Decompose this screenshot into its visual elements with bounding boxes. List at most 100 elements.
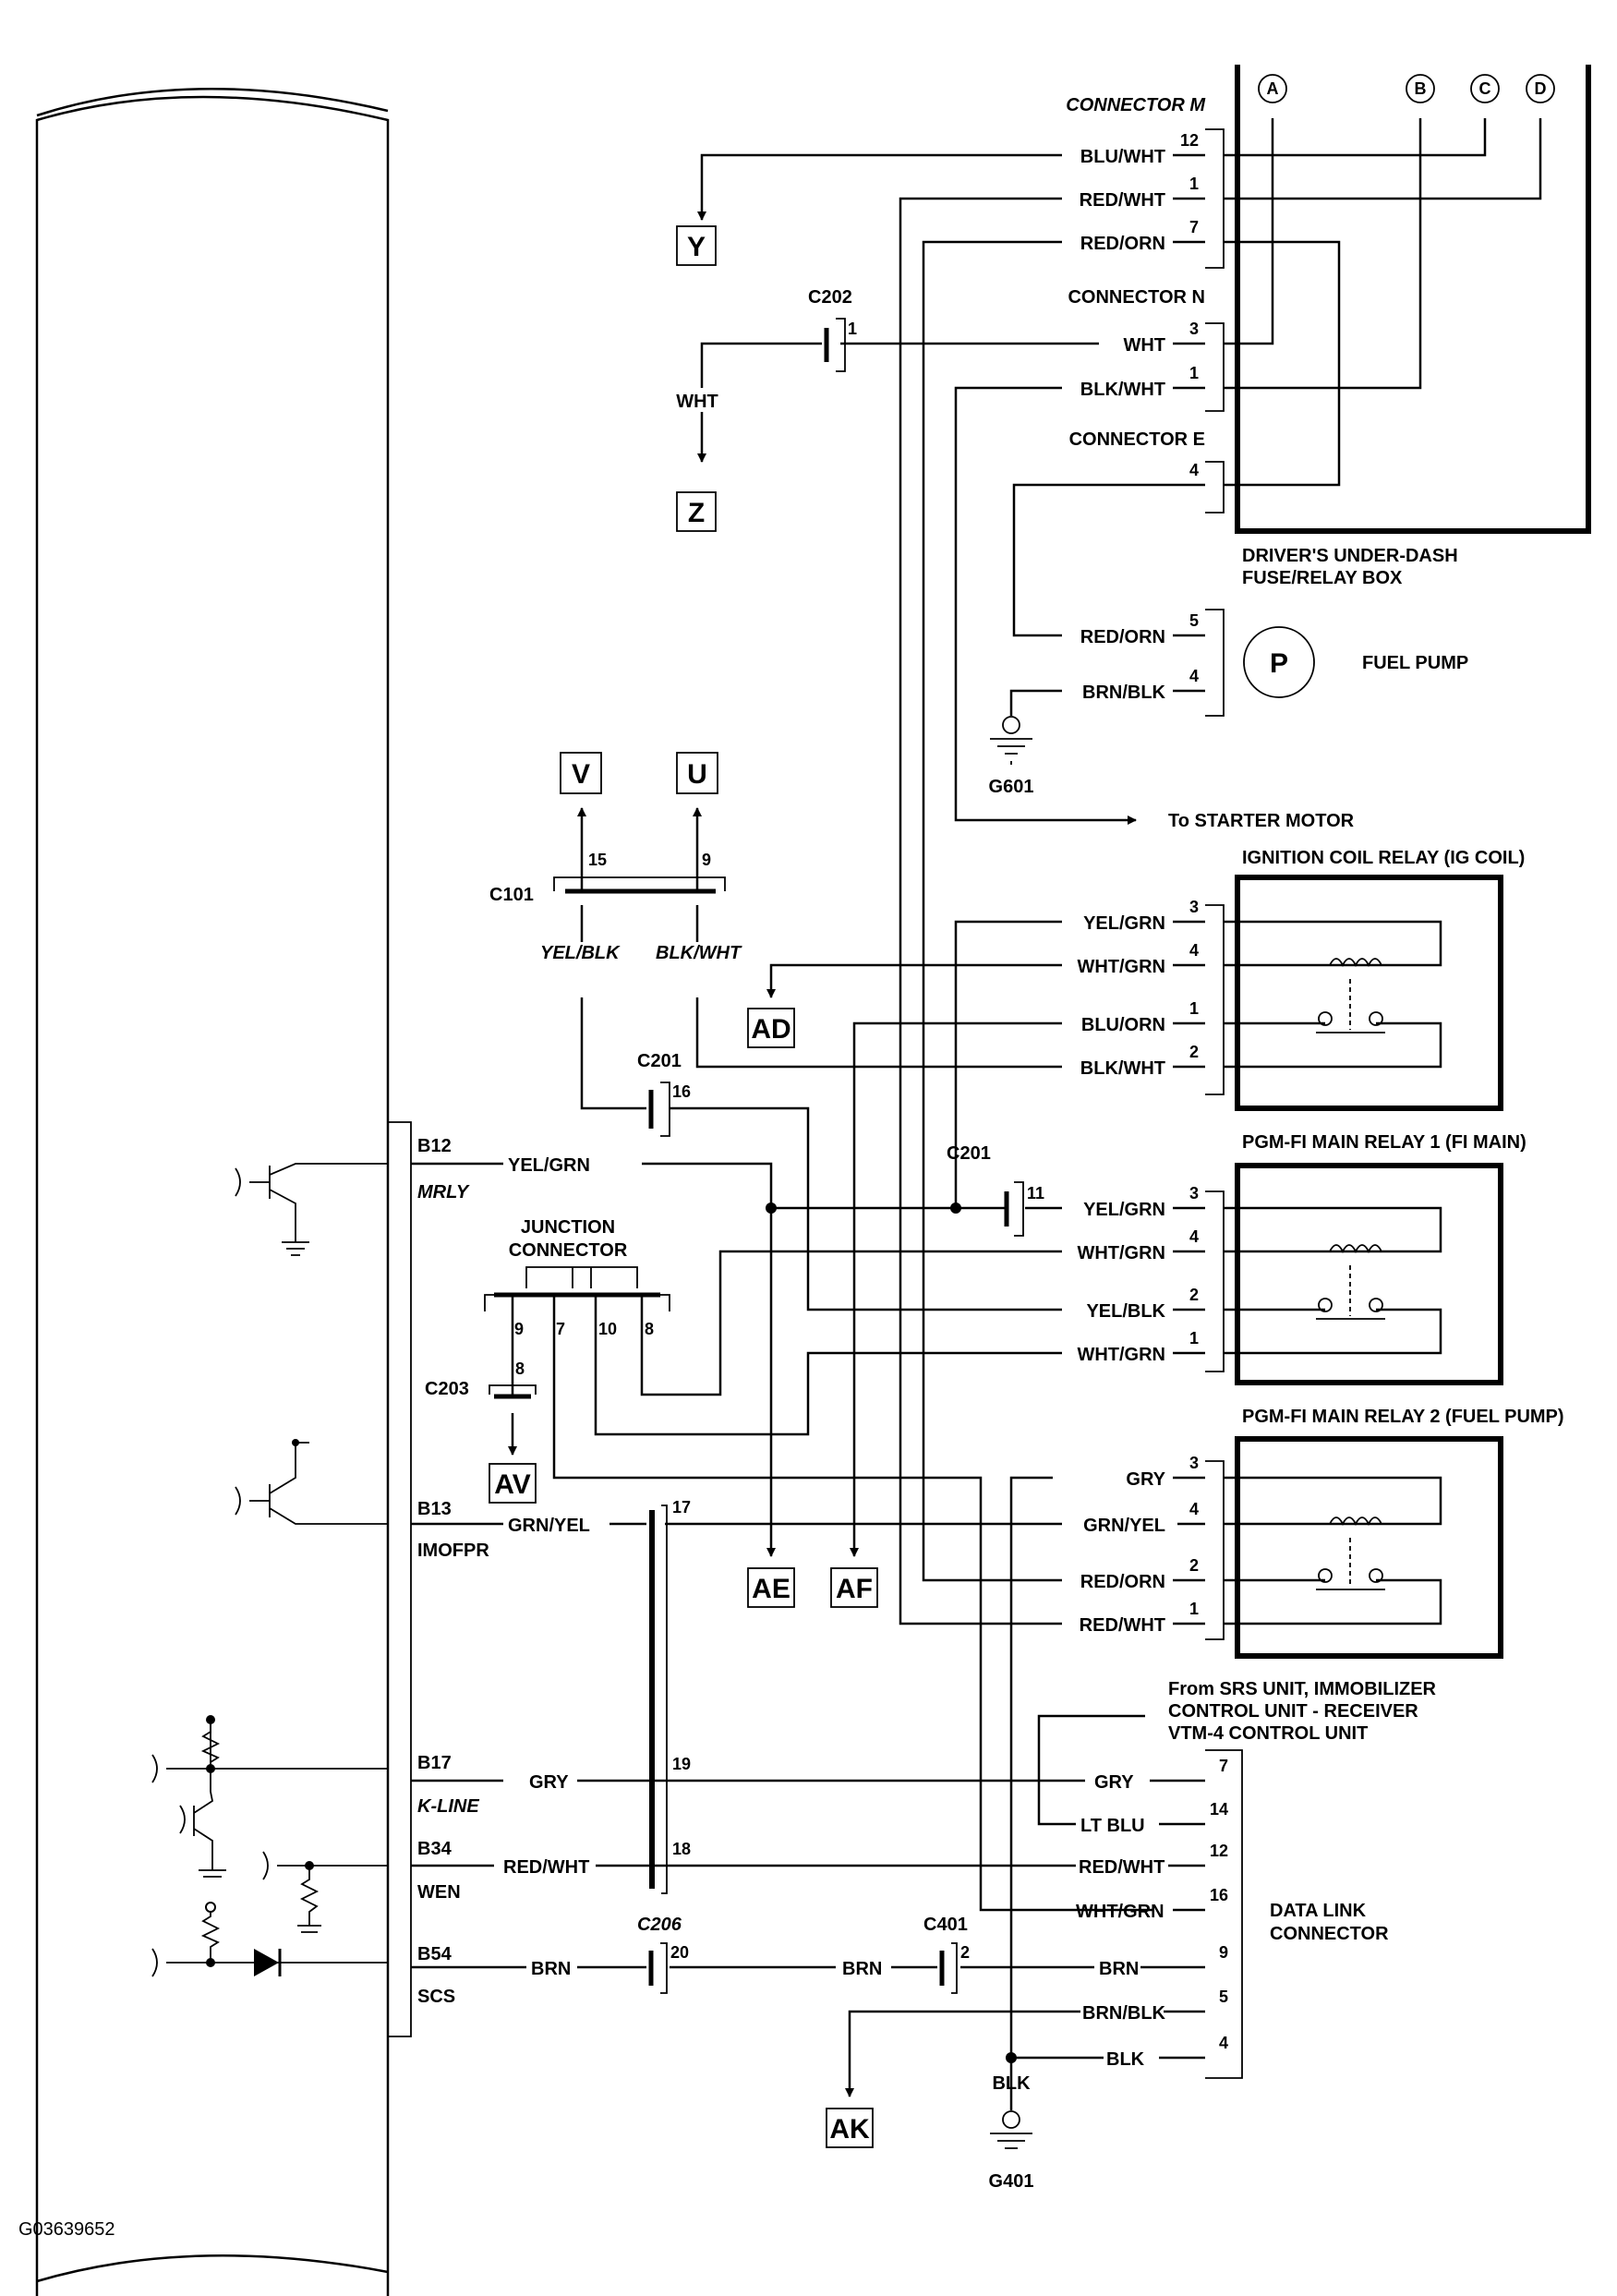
terminal-label: B xyxy=(1415,79,1427,98)
connector-c203: C203 8 xyxy=(425,1359,537,1399)
fuse-box-title: FUSE/RELAY BOX xyxy=(1242,568,1403,588)
wire-color: YEL/GRN xyxy=(1083,913,1165,934)
offpage-label: AF xyxy=(836,1574,873,1604)
pin-number: 2 xyxy=(1189,1286,1199,1304)
dlc-label: CONNECTOR xyxy=(1270,1924,1389,1944)
relay-fi-main-2: PGM-FI MAIN RELAY 2 (FUEL PUMP) 3 4 2 1 … xyxy=(1062,1407,1564,1659)
wire-color: BLU/ORN xyxy=(1081,1015,1165,1035)
fuse-box-title: DRIVER'S UNDER-DASH xyxy=(1242,546,1458,566)
wire-color: GRN/YEL xyxy=(1083,1516,1165,1536)
connector-label: C401 xyxy=(923,1915,968,1935)
pin-number: 7 xyxy=(556,1320,565,1338)
pin-number: 4 xyxy=(1189,461,1199,479)
pin-number: 12 xyxy=(1210,1842,1228,1860)
offpage-ak: AK xyxy=(826,2108,874,2148)
dlc-note: CONTROL UNIT - RECEIVER xyxy=(1168,1701,1418,1722)
pin-number: 19 xyxy=(672,1755,691,1773)
diode-icon xyxy=(151,1902,388,1977)
pin-number: 4 xyxy=(1189,1227,1199,1246)
offpage-label: U xyxy=(687,759,707,790)
pin-number: 10 xyxy=(598,1320,617,1338)
wire-color: WHT/GRN xyxy=(1077,1243,1165,1263)
transistor-icon xyxy=(151,1715,388,1878)
junction-title: JUNCTION xyxy=(521,1217,615,1238)
wire-color: GRY xyxy=(1126,1469,1165,1490)
offpage-ae: AE xyxy=(747,1567,795,1608)
wire-color: YEL/GRN xyxy=(508,1155,590,1176)
wire-color: WHT/GRN xyxy=(1077,1345,1165,1365)
connector-c101: C101 15 9 YEL/BLK BLK/WHT xyxy=(489,851,742,963)
terminal-label: A xyxy=(1267,79,1279,98)
ecm-pin-id: B13 xyxy=(417,1499,452,1519)
offpage-ad: AD xyxy=(747,1008,795,1048)
pin-number: 1 xyxy=(1189,1329,1199,1347)
wire-color: RED/WHT xyxy=(1080,190,1165,211)
pin-number: 4 xyxy=(1189,1500,1199,1518)
pin-number: 14 xyxy=(1210,1800,1228,1819)
junction-connector: JUNCTION CONNECTOR 9 7 10 8 xyxy=(484,1217,670,1338)
wire-color: RED/WHT xyxy=(1079,1857,1164,1878)
ground-g601: G601 xyxy=(989,716,1033,797)
relay-title: PGM-FI MAIN RELAY 2 (FUEL PUMP) xyxy=(1242,1407,1564,1427)
connector-c201-top: C201 16 xyxy=(637,1051,691,1137)
pin-number: 9 xyxy=(1219,1943,1228,1962)
wire-color: BLK/WHT xyxy=(1080,1058,1165,1079)
ecm-pin-id: B17 xyxy=(417,1753,452,1773)
pin-number: 3 xyxy=(1189,1454,1199,1472)
relay-fi-main-1: PGM-FI MAIN RELAY 1 (FI MAIN) 3 4 2 1 YE… xyxy=(1062,1132,1526,1385)
offpage-u: U xyxy=(676,752,718,794)
pin-number: 2 xyxy=(960,1943,970,1962)
connector-label: C201 xyxy=(947,1143,991,1164)
terminal-d: D xyxy=(1526,74,1555,103)
starter-note: To STARTER MOTOR xyxy=(1168,811,1355,831)
ecm-unit xyxy=(35,88,412,2296)
connector-c401: C401 2 xyxy=(923,1915,970,1994)
pin-number: 16 xyxy=(1210,1886,1228,1904)
pin-number: 17 xyxy=(672,1498,691,1517)
wire-color: YEL/GRN xyxy=(1083,1200,1165,1220)
wire-color: BRN xyxy=(531,1959,571,1979)
ecm-pin-b17: B17 K-LINE xyxy=(417,1753,479,1817)
pullup-resistor-icon xyxy=(262,1851,388,1933)
connector-c202: C202 1 WHT xyxy=(670,287,857,412)
offpage-av: AV xyxy=(489,1463,537,1504)
ecm-pin-name: SCS xyxy=(417,1987,455,2007)
pin-number: 16 xyxy=(672,1082,691,1101)
data-link-connector: From SRS UNIT, IMMOBILIZER CONTROL UNIT … xyxy=(1076,1679,1437,2079)
wire-color: LT BLU xyxy=(1080,1816,1145,1836)
wire-color: BRN/BLK xyxy=(1082,2003,1166,2024)
wire-color: GRN/YEL xyxy=(508,1516,590,1536)
pin-number: 9 xyxy=(514,1320,524,1338)
pin-number: 11 xyxy=(1027,1184,1044,1202)
ground-g401: BLK G401 xyxy=(989,2073,1034,2192)
wire-color: BRN/BLK xyxy=(1082,683,1166,703)
wire-color: GRY xyxy=(1094,1772,1134,1793)
pin-number: 18 xyxy=(672,1840,691,1858)
pin-number: 8 xyxy=(645,1320,654,1338)
offpage-label: AE xyxy=(752,1574,790,1604)
wire-color: BLU/WHT xyxy=(1080,147,1165,167)
transistor-icon xyxy=(235,1439,388,1525)
pin-number: 4 xyxy=(1189,667,1199,685)
terminal-label: C xyxy=(1479,79,1491,98)
connector-bus: 17 19 18 xyxy=(649,1498,691,1894)
pin-number: 4 xyxy=(1189,941,1199,960)
ecm-pin-b54: B54 SCS xyxy=(417,1944,455,2007)
relay-title: IGNITION COIL RELAY (IG COIL) xyxy=(1242,848,1525,868)
pin-number: 4 xyxy=(1219,2034,1228,2052)
wire-color: BLK/WHT xyxy=(1080,380,1165,400)
pin-number: 15 xyxy=(588,851,607,869)
pin-number: 3 xyxy=(1189,898,1199,916)
offpage-label: V xyxy=(572,759,590,790)
wire-color: BLK xyxy=(1106,2049,1145,2070)
wire-color: RED/WHT xyxy=(503,1857,589,1878)
connector-label: C202 xyxy=(808,287,852,308)
offpage-label: AV xyxy=(494,1469,530,1500)
fuel-pump-icon: P xyxy=(1270,648,1288,679)
connector-label: C206 xyxy=(637,1915,682,1935)
offpage-z: Z xyxy=(676,491,717,532)
ground-label: G401 xyxy=(989,2171,1034,2192)
pin-number: 1 xyxy=(1189,999,1199,1018)
pin-number: 7 xyxy=(1219,1757,1228,1775)
